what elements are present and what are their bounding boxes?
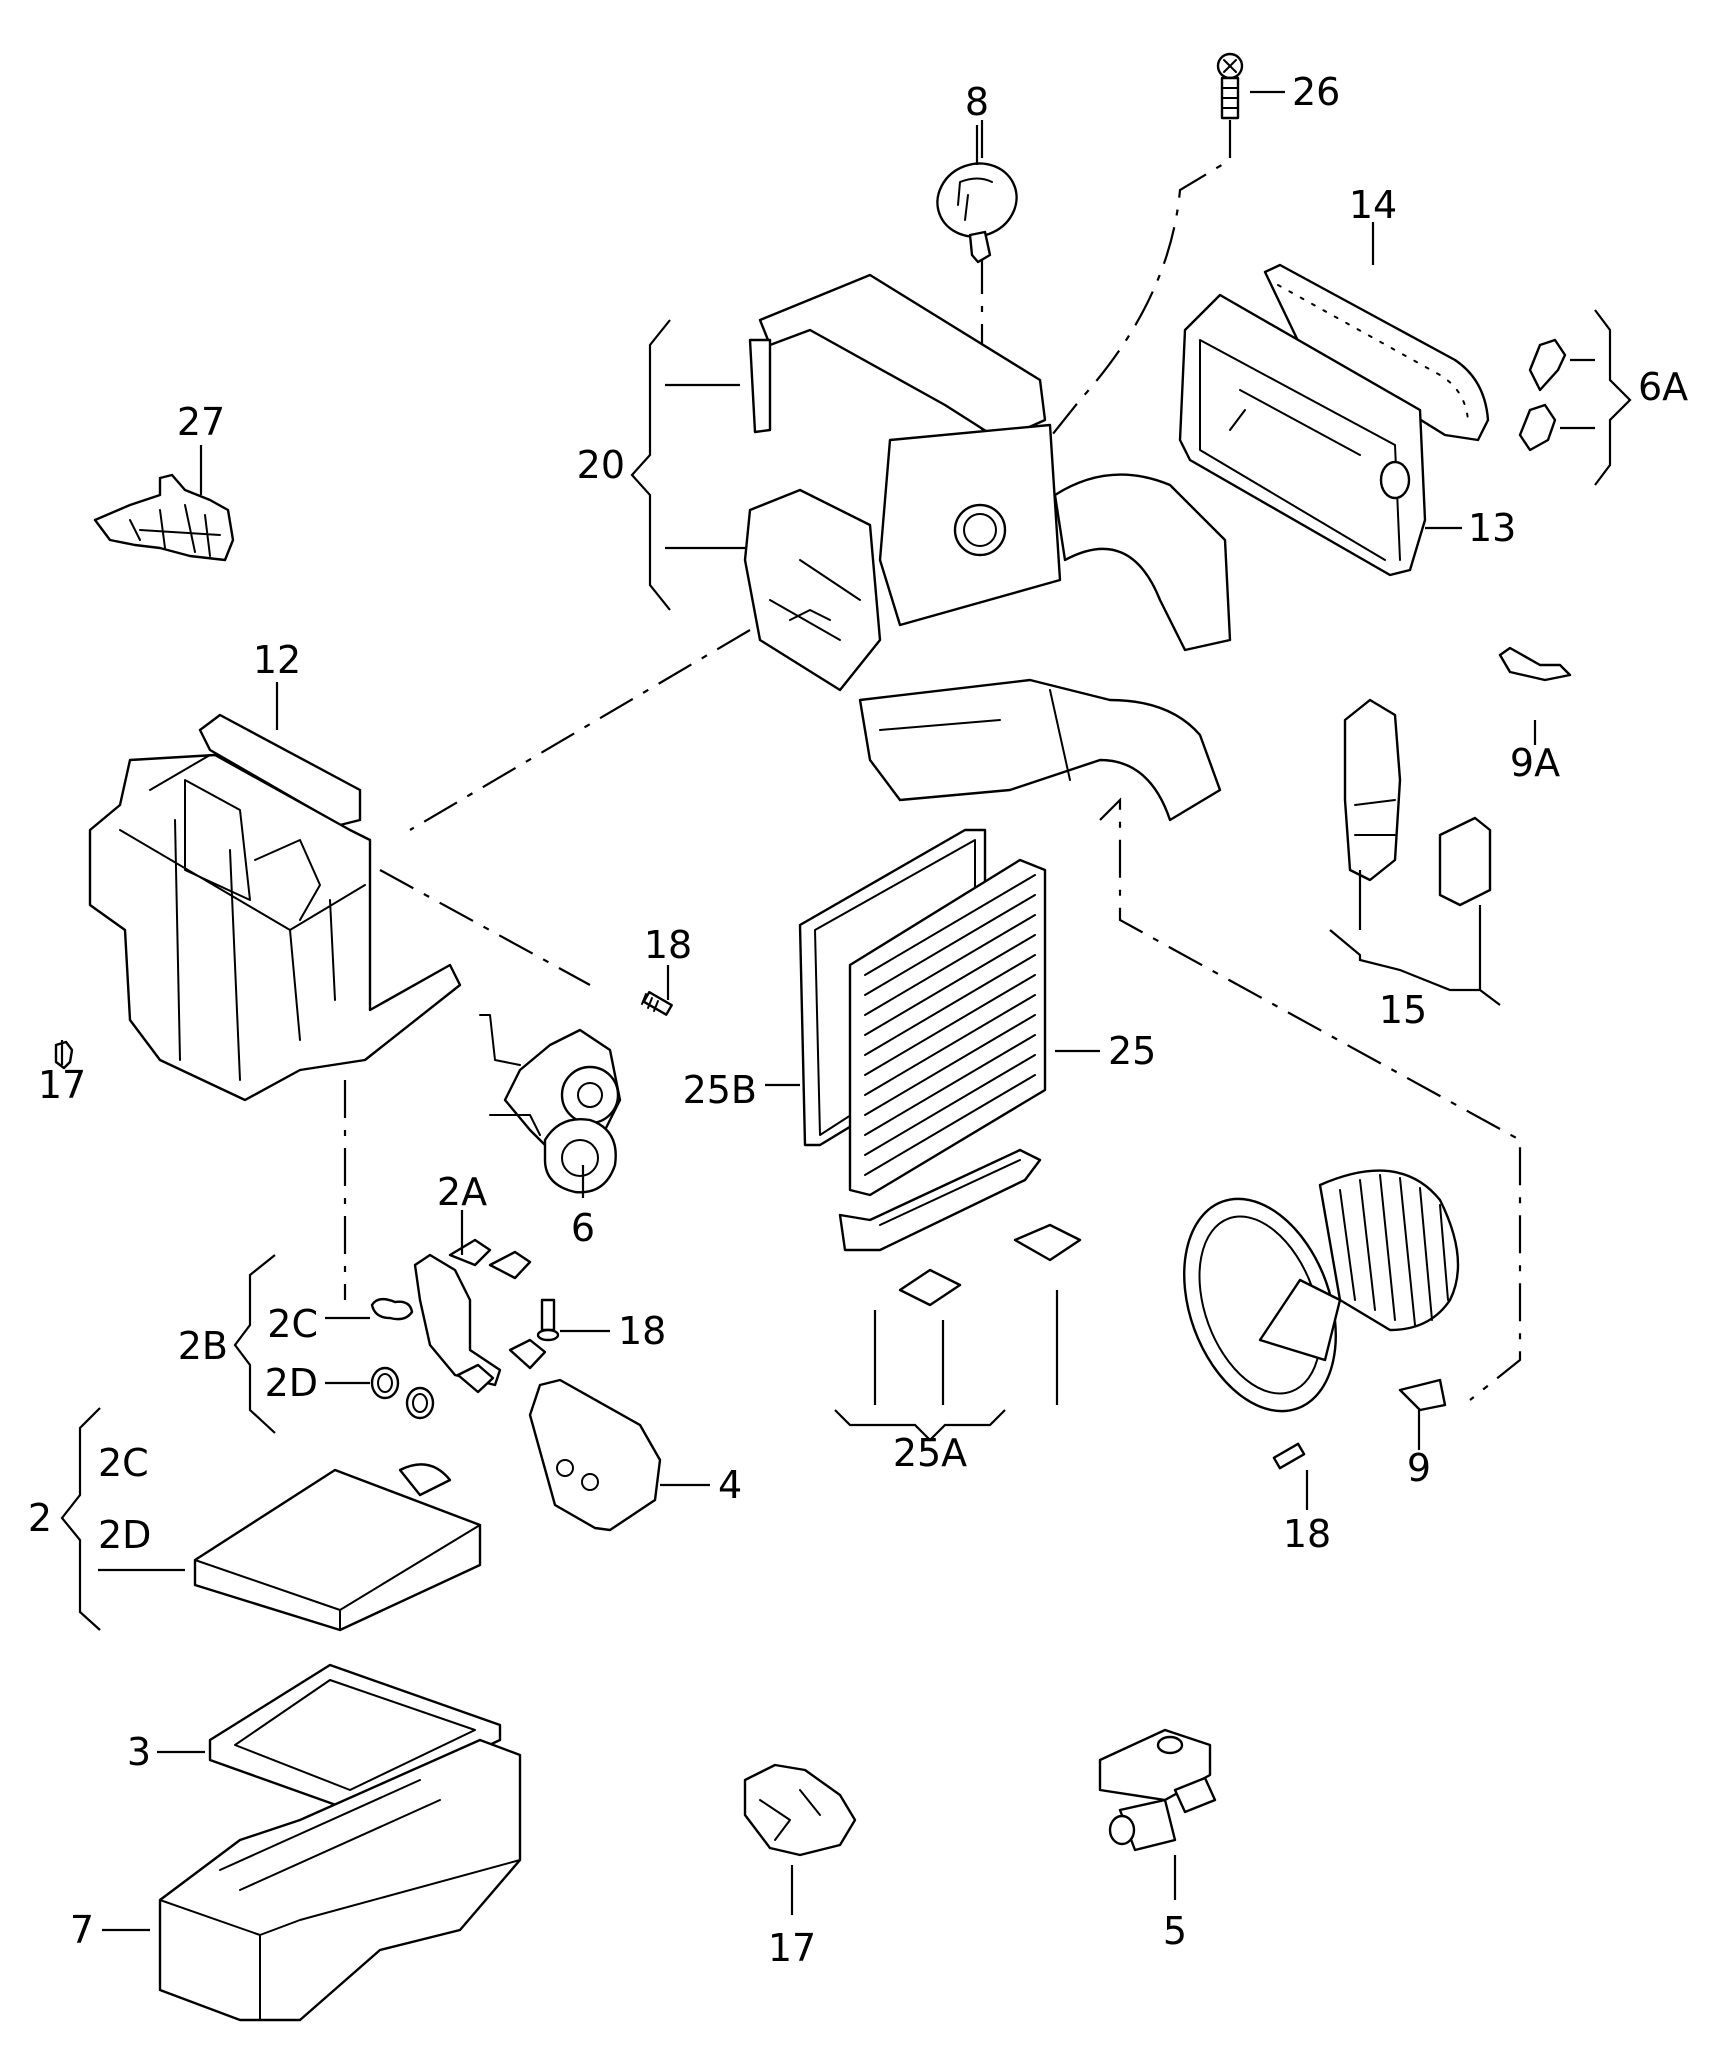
braces	[60, 309, 1632, 1631]
part-9-blower-motor[interactable]	[1157, 1169, 1460, 1433]
callout-20: 20	[577, 443, 625, 487]
assembly-line-housing-12	[409, 629, 751, 831]
callout-4: 4	[718, 1463, 742, 1507]
callout-5: 5	[1163, 1909, 1187, 1953]
callout-12: 12	[253, 638, 301, 682]
leader-lines	[60, 90, 1595, 1932]
part-2C-gasket[interactable]	[370, 1297, 414, 1321]
callout-26: 26	[1292, 70, 1340, 114]
assembly-line-screw-26	[1039, 120, 1232, 451]
part-15-resistor-module[interactable]	[1343, 698, 1492, 907]
part-6A-clips[interactable]	[1518, 338, 1567, 452]
part-18-screw-right[interactable]	[1272, 1442, 1306, 1470]
callout-3: 3	[127, 1730, 151, 1774]
part-4-cover-plate[interactable]	[528, 1378, 662, 1532]
part-26-screw[interactable]	[1216, 52, 1244, 120]
callout-2D-lower: 2D	[98, 1513, 151, 1557]
part-7-lower-housing[interactable]	[158, 1738, 522, 2022]
part-6-actuator[interactable]	[479, 1014, 622, 1194]
brace-2	[60, 1407, 101, 1631]
assembly-line-blower	[1099, 797, 1522, 1401]
callout-2: 2	[28, 1496, 52, 1540]
brace-20	[630, 319, 671, 611]
part-17-connector-bottom[interactable]	[743, 1763, 857, 1857]
part-5-coolant-valve[interactable]	[1098, 1728, 1217, 1852]
callout-9: 9	[1407, 1446, 1431, 1490]
brace-6A	[1594, 309, 1632, 486]
part-20-distribution-housing[interactable]	[743, 273, 1232, 822]
callout-8: 8	[965, 80, 989, 124]
callout-25A: 25A	[893, 1431, 967, 1475]
part-13-frame[interactable]	[1178, 293, 1427, 577]
callout-6: 6	[571, 1206, 595, 1250]
part-14-gasket[interactable]	[1263, 263, 1490, 442]
callout-2B: 2B	[178, 1324, 228, 1368]
callout-25B: 25B	[683, 1068, 757, 1112]
part-25-pollen-filter[interactable]	[848, 858, 1047, 1197]
part-18-screw-top[interactable]	[641, 990, 673, 1016]
brace-25A	[834, 1409, 1006, 1442]
callout-27: 27	[177, 400, 225, 444]
callout-2C-lower: 2C	[98, 1441, 149, 1485]
callout-2D-upper: 2D	[265, 1361, 318, 1405]
callout-7: 7	[70, 1908, 94, 1952]
part-2D-o-rings[interactable]	[370, 1366, 435, 1420]
callout-15: 15	[1379, 988, 1427, 1032]
part-9A-clip[interactable]	[1498, 646, 1572, 682]
part-2A-pipe-connector[interactable]	[413, 1238, 547, 1394]
part-17-clip-left[interactable]	[54, 1040, 74, 1070]
part-8-cap[interactable]	[927, 152, 1027, 264]
callout-2A: 2A	[437, 1170, 487, 1214]
callout-13: 13	[1468, 506, 1516, 550]
callout-18-mid: 18	[618, 1309, 666, 1353]
callout-18-right: 18	[1283, 1512, 1331, 1556]
callout-18-top: 18	[644, 923, 692, 967]
assembly-line-actuator-6	[379, 869, 591, 986]
callout-17-bottom: 17	[768, 1926, 816, 1970]
part-12-heater-housing[interactable]	[88, 713, 462, 1102]
part-2-heater-core[interactable]	[193, 1463, 482, 1632]
part-27-bracket[interactable]	[93, 473, 235, 562]
callout-6A: 6A	[1638, 365, 1688, 409]
callout-2C-upper: 2C	[267, 1302, 318, 1346]
part-25A-filter-clips[interactable]	[838, 1148, 1082, 1307]
callout-25: 25	[1108, 1029, 1156, 1073]
callout-17-left: 17	[38, 1063, 86, 1107]
callout-labels: 8 26 14 6A 27 20 13 12 9A 18 17 25 25B 1…	[28, 70, 1688, 1970]
part-18-screw-mid[interactable]	[536, 1298, 560, 1342]
callout-14: 14	[1349, 183, 1397, 227]
brace-2B	[233, 1254, 276, 1434]
callout-9A: 9A	[1510, 741, 1560, 785]
